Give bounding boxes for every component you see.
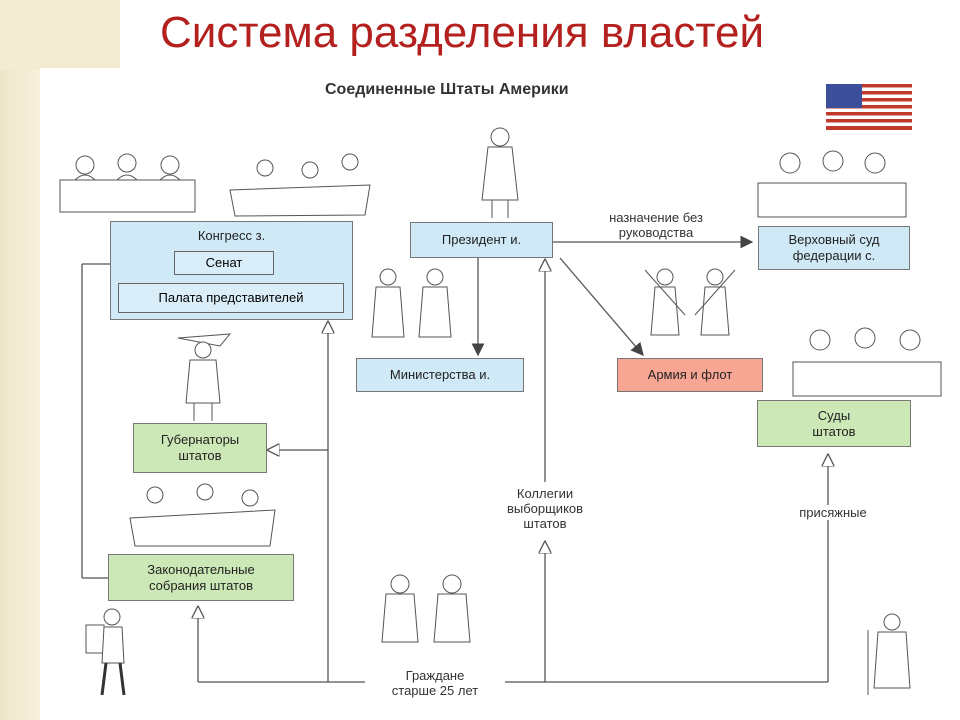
- electors-line3: штатов: [523, 516, 567, 531]
- slide-decoration: [0, 0, 40, 720]
- citizen-hiker-figure: [85, 608, 126, 696]
- citizens-line2: старше 25 лет: [391, 683, 479, 698]
- governors-line1: Губернаторы: [160, 432, 240, 447]
- state-courts-box: Суды штатов: [757, 400, 911, 447]
- slide-title: Система разделения властей: [160, 8, 765, 57]
- congress-label: Конгресс з.: [197, 228, 266, 243]
- electors-line1: Коллегии: [516, 486, 574, 501]
- legislatures-line1: Законодательные: [147, 562, 255, 577]
- appointment-line1: назначение без: [609, 210, 703, 225]
- ministers-figures: [371, 268, 452, 338]
- senate-box: Сенат: [174, 251, 274, 275]
- citizens-label: Граждане старше 25 лет: [365, 668, 505, 698]
- us-flag-icon: [826, 84, 912, 130]
- citizens-figures: [381, 574, 471, 643]
- legislature-table-illustration: [129, 483, 276, 547]
- supreme-court-illustration: [757, 150, 907, 218]
- appointment-line2: руководства: [618, 225, 694, 240]
- supreme-court-box: Верховный суд федерации с.: [758, 226, 910, 270]
- governors-line2: штатов: [178, 448, 222, 463]
- supreme-court-line2: федерации с.: [792, 248, 876, 263]
- appointment-label: назначение без руководства: [596, 210, 716, 240]
- army-navy-box: Армия и флот: [617, 358, 763, 392]
- state-legislatures-box: Законодательные собрания штатов: [108, 554, 294, 601]
- electors-line2: выборщиков: [506, 501, 584, 516]
- citizens-line1: Граждане: [405, 668, 465, 683]
- congress-table-illustration: [59, 153, 196, 213]
- house-box: Палата представителей: [118, 283, 344, 313]
- debate-table-illustration: [229, 153, 371, 217]
- state-courts-illustration: [792, 327, 942, 397]
- state-courts-line1: Суды: [817, 408, 851, 423]
- diagram-title: Соединенные Штаты Америки: [325, 81, 569, 98]
- president-box: Президент и.: [410, 222, 553, 258]
- soldiers-figures: [644, 268, 736, 336]
- juror-figure: [867, 613, 911, 695]
- legislatures-line2: собрания штатов: [149, 578, 253, 593]
- jurors-label: присяжные: [778, 505, 888, 520]
- ministries-box: Министерства и.: [356, 358, 524, 392]
- electors-label: Коллегии выборщиков штатов: [490, 486, 600, 531]
- state-courts-line2: штатов: [812, 424, 856, 439]
- slide-decoration-corner: [0, 0, 120, 70]
- supreme-court-line1: Верховный суд: [788, 232, 880, 247]
- governor-figure: [177, 333, 232, 421]
- president-figure: [481, 127, 519, 218]
- governors-box: Губернаторы штатов: [133, 423, 267, 473]
